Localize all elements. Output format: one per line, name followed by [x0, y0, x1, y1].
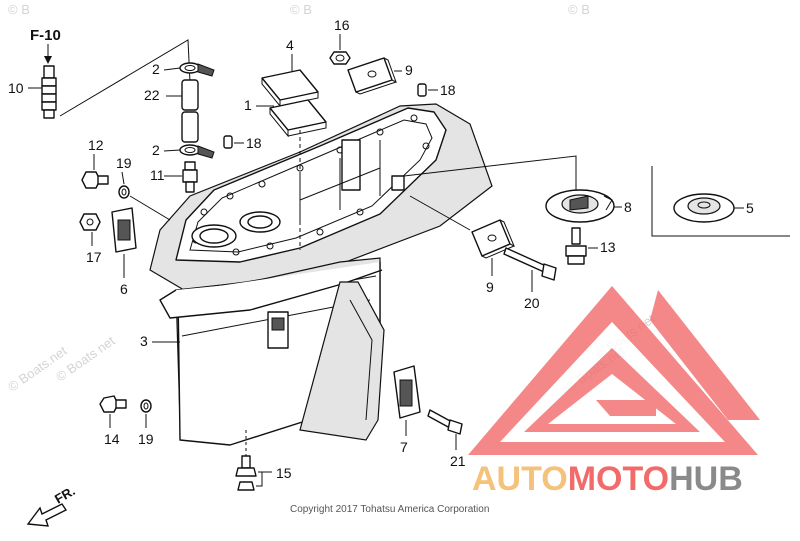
callout-14: 14 — [104, 431, 120, 447]
callout-17: 17 — [86, 249, 102, 265]
section-ref-f10: F-10 — [30, 27, 61, 64]
callout-9-right: 9 — [486, 279, 494, 295]
part-bolt-14 — [99, 395, 127, 413]
callout-12: 12 — [88, 137, 104, 153]
svg-text:FR.: FR. — [52, 483, 78, 506]
part-gasket-4 — [261, 69, 319, 108]
callout-18-right: 18 — [440, 82, 456, 98]
copyright-text: Copyright 2017 Tohatsu America Corporati… — [290, 504, 489, 515]
callout-13: 13 — [600, 239, 616, 255]
part-gasket-1 — [269, 99, 327, 138]
part-bolt-12 — [81, 171, 109, 189]
callout-1: 1 — [244, 97, 252, 113]
callout-20: 20 — [524, 295, 540, 311]
part-washer-upper — [118, 185, 130, 199]
watermark-top-center: © B — [290, 2, 312, 17]
part-bolt-21 — [427, 409, 463, 435]
front-direction-arrow: FR. — [26, 483, 78, 527]
watermark-top-left: © B — [8, 2, 30, 17]
callout-21: 21 — [450, 453, 466, 469]
part-water-connector — [182, 161, 198, 193]
part-dowel-pin-left — [223, 135, 233, 149]
part-trim-tab-8 — [545, 189, 615, 223]
callout-2-bottom: 2 — [152, 142, 160, 158]
callout-4: 4 — [286, 37, 294, 53]
callout-11: 11 — [150, 167, 165, 183]
part-bolt-20 — [503, 247, 557, 281]
callout-2-top: 2 — [152, 61, 160, 77]
part-gear-case-body — [149, 103, 493, 446]
part-washer-lower — [140, 399, 152, 413]
brand-moto: MOTO — [568, 460, 669, 498]
part-bolt-13 — [565, 227, 587, 265]
callout-19-upper: 19 — [116, 155, 132, 171]
callout-8: 8 — [624, 199, 632, 215]
callout-18-left: 18 — [246, 135, 262, 151]
part-anode-plate-6 — [111, 207, 137, 253]
automotohub-triangle-logo — [468, 286, 760, 455]
callout-16: 16 — [334, 17, 350, 33]
callout-15: 15 — [276, 465, 292, 481]
callout-9-top: 9 — [405, 62, 413, 78]
part-dowel-pin-right — [417, 83, 427, 97]
svg-text:F-10: F-10 — [30, 27, 61, 44]
part-nut-17 — [79, 213, 101, 231]
callout-5: 5 — [746, 200, 754, 216]
part-hose-nipple — [41, 65, 57, 119]
part-nut-16 — [329, 51, 351, 65]
part-hose-clamp-bottom — [179, 144, 215, 159]
automotohub-wordmark: AUTOMOTOHUB — [472, 460, 743, 498]
callout-7: 7 — [400, 439, 408, 455]
callout-6: 6 — [120, 281, 128, 297]
callout-22: 22 — [144, 87, 160, 103]
watermark-top-right: © B — [568, 2, 590, 17]
callout-3: 3 — [140, 333, 148, 349]
part-anode-top — [347, 57, 397, 95]
brand-hub: HUB — [669, 460, 743, 498]
part-anode-7 — [393, 365, 421, 419]
callout-19-lower: 19 — [138, 431, 154, 447]
part-hose-clamp-top — [179, 62, 215, 77]
part-bolt-15 — [235, 430, 257, 491]
callout-10: 10 — [8, 80, 24, 96]
brand-auto: AUTO — [472, 460, 568, 498]
part-water-hose — [181, 79, 199, 143]
part-5-detail-box — [651, 166, 790, 237]
svg-text:AUTOMOTOHUB: AUTOMOTOHUB — [472, 460, 743, 498]
